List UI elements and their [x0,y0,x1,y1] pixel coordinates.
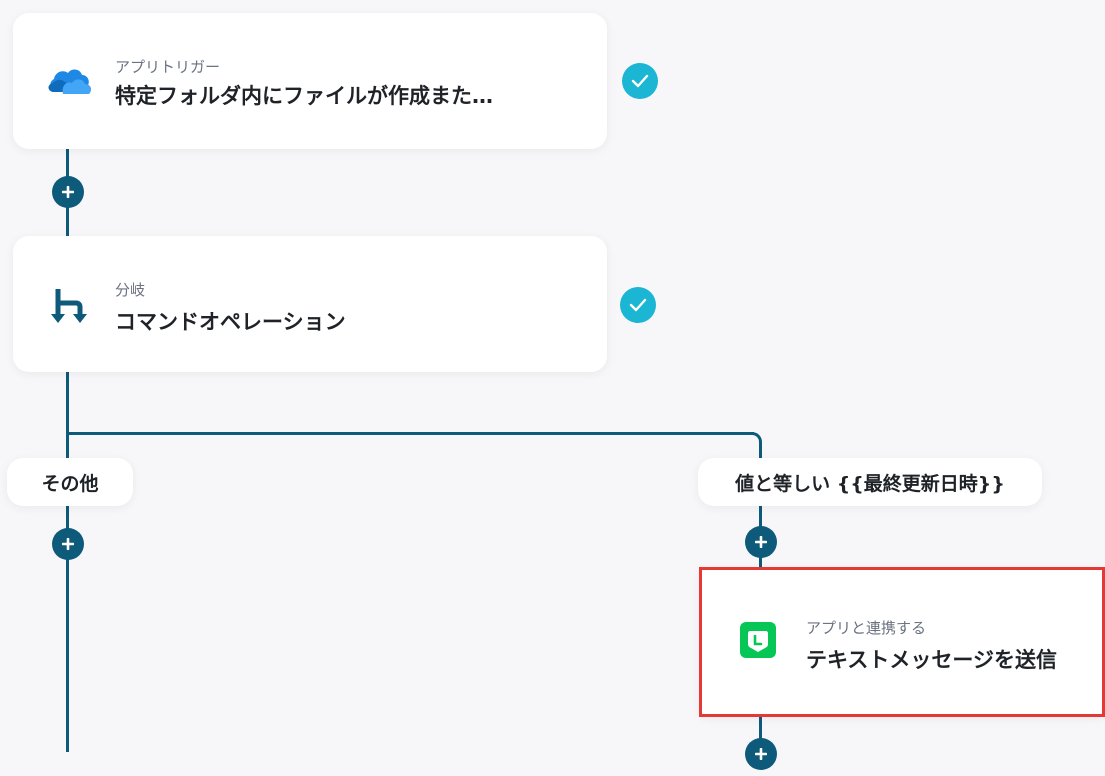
step-label: アプリと連携する [806,619,927,637]
plus-icon [755,536,767,548]
line-icon [738,620,778,660]
step-card-trigger[interactable]: アプリトリガー 特定フォルダ内にファイルが作成また… [13,13,607,149]
plus-icon [62,538,74,550]
add-step-button[interactable] [52,176,84,208]
connector-line-main [66,148,69,752]
plus-icon [755,748,767,760]
branch-label-other[interactable]: その他 [7,458,133,506]
selection-highlight [699,567,1105,717]
step-title: テキストメッセージを送信 [806,648,1057,672]
connector-line-branch-horizontal [66,432,754,435]
add-step-button-bottom[interactable] [745,738,777,770]
step-label: 分岐 [115,281,146,299]
plus-icon [62,186,74,198]
step-card-action[interactable]: アプリと連携する テキストメッセージを送信 [700,568,1104,716]
add-step-button-right-branch[interactable] [745,526,777,558]
check-icon [622,63,658,99]
onedrive-icon [47,59,91,103]
add-step-button-left-branch[interactable] [52,528,84,560]
branch-icon [47,284,91,328]
step-title: コマンドオペレーション [115,310,346,334]
step-card-branch[interactable]: 分岐 コマンドオペレーション [13,236,607,372]
check-icon [620,287,656,323]
step-label: アプリトリガー [115,58,221,76]
step-title: 特定フォルダ内にファイルが作成また… [115,84,493,108]
branch-label-condition[interactable]: 値と等しい {{最終更新日時}} [698,458,1042,506]
connector-line-branch-corner [750,432,762,444]
